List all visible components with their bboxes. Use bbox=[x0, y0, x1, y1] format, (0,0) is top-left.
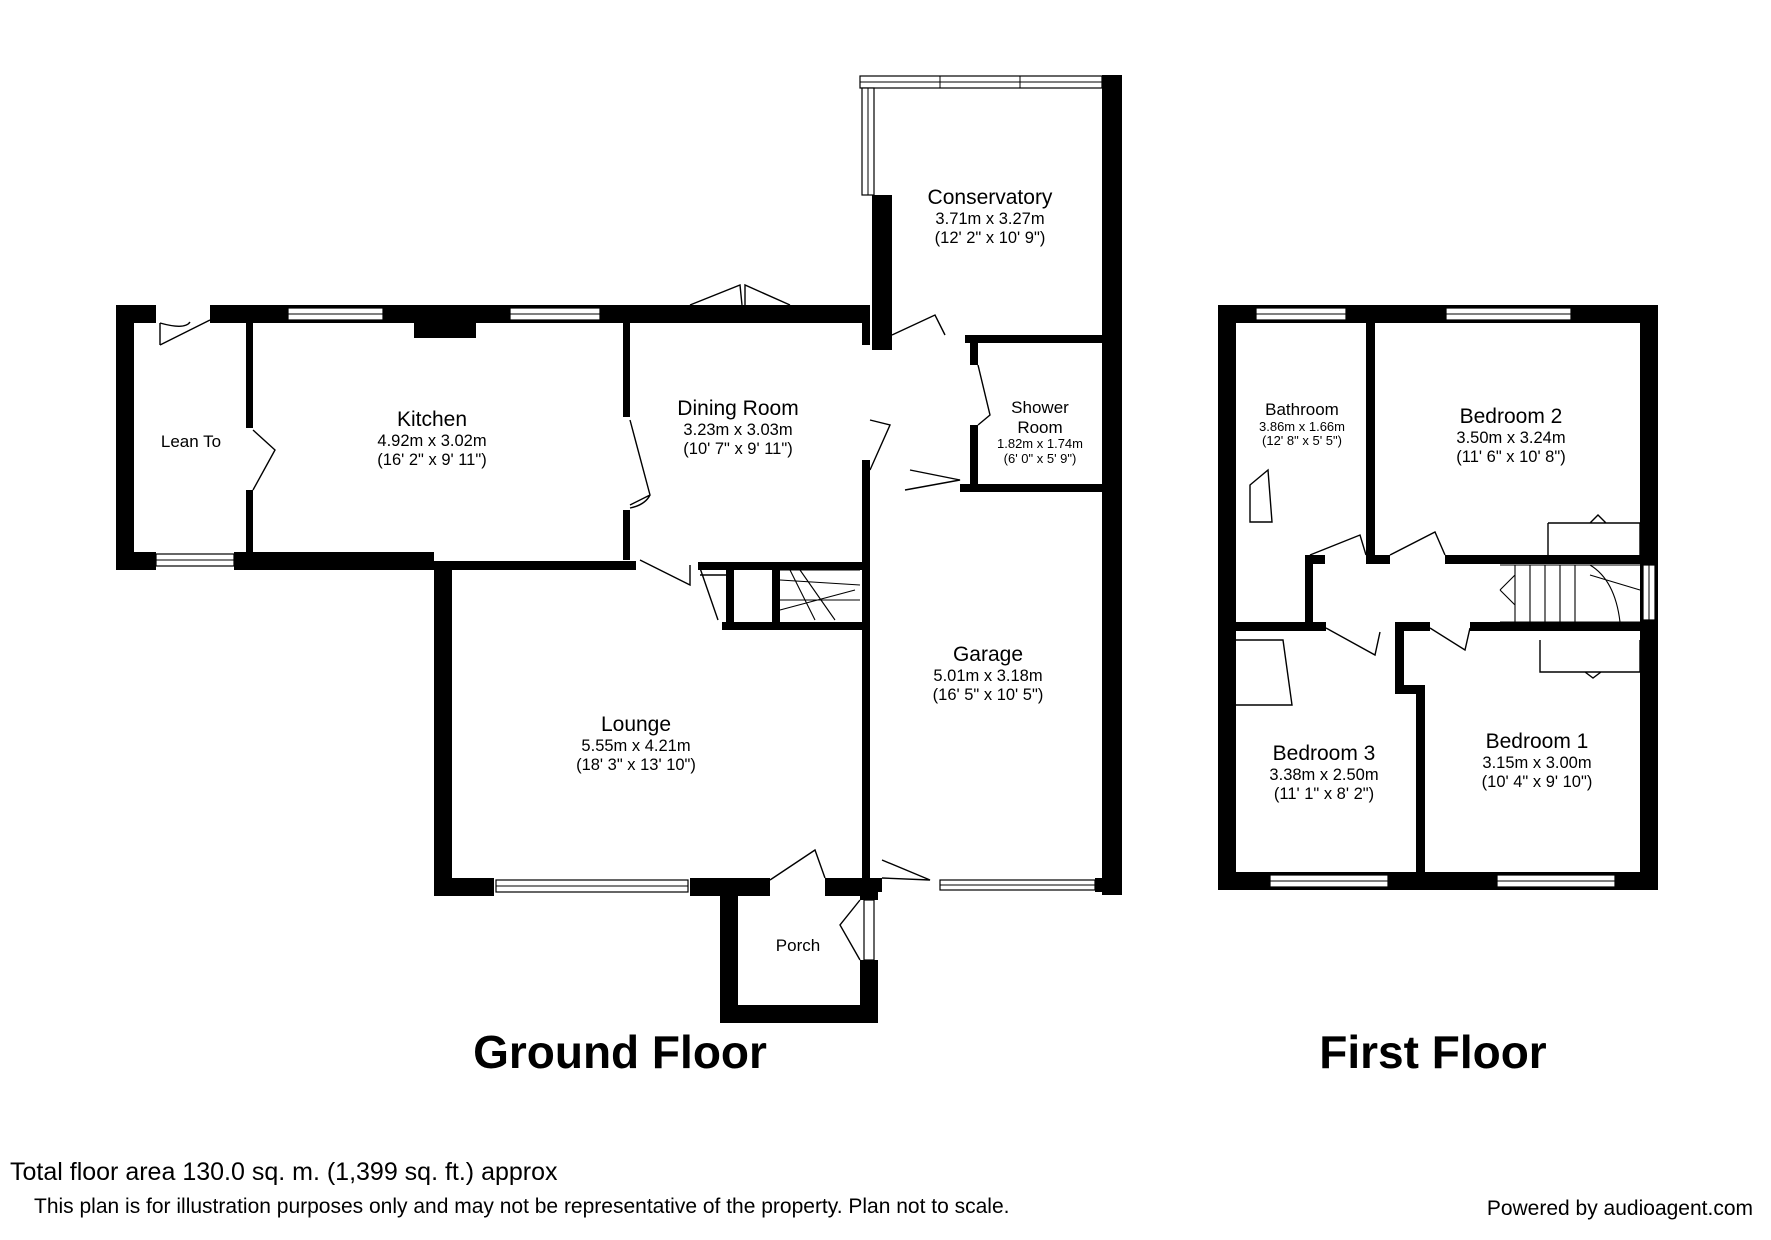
room-garage: Garage 5.01m x 3.18m (16' 5" x 10' 5") bbox=[933, 643, 1044, 705]
room-name: Lean To bbox=[160, 432, 222, 451]
room-imperial: (16' 2" x 9' 11") bbox=[377, 451, 487, 470]
disclaimer: This plan is for illustration purposes o… bbox=[34, 1195, 1010, 1218]
room-porch: Porch bbox=[776, 936, 820, 956]
room-name: Porch bbox=[775, 936, 821, 955]
room-bedroom-2: Bedroom 2 3.50m x 3.24m (11' 6" x 10' 8"… bbox=[1456, 405, 1565, 467]
room-name: Conservatory bbox=[927, 186, 1053, 209]
ground-floor-stairs bbox=[779, 569, 861, 621]
room-name: Garage bbox=[952, 643, 1024, 666]
room-name: Bathroom bbox=[1265, 400, 1339, 419]
room-name: Lounge bbox=[600, 713, 672, 736]
ground-floor-title: Ground Floor bbox=[473, 1026, 767, 1078]
room-metric: 3.50m x 3.24m bbox=[1456, 429, 1566, 448]
first-floor-doors bbox=[1236, 468, 1641, 706]
room-conservatory: Conservatory 3.71m x 3.27m (12' 2" x 10'… bbox=[928, 186, 1053, 248]
room-lean-to: Lean To bbox=[161, 432, 221, 452]
first-floor-windows bbox=[1255, 307, 1656, 888]
room-metric: 1.82m x 1.74m bbox=[997, 436, 1083, 452]
room-imperial: (10' 7" x 9' 11") bbox=[683, 440, 793, 459]
room-metric: 3.71m x 3.27m bbox=[935, 210, 1045, 229]
ground-floor-windows bbox=[155, 75, 1103, 961]
room-name: Room bbox=[1017, 417, 1063, 437]
room-name: Kitchen bbox=[396, 408, 468, 431]
room-metric: 3.86m x 1.66m bbox=[1259, 418, 1345, 434]
room-bathroom: Bathroom 3.86m x 1.66m (12' 8" x 5' 5") bbox=[1259, 400, 1345, 449]
room-lounge: Lounge 5.55m x 4.21m (18' 3" x 13' 10") bbox=[576, 713, 696, 775]
room-name: Bedroom 3 bbox=[1272, 742, 1376, 765]
room-bedroom-1: Bedroom 1 3.15m x 3.00m (10' 4" x 9' 10"… bbox=[1482, 730, 1593, 792]
room-metric: 3.23m x 3.03m bbox=[683, 421, 793, 440]
room-imperial: (6' 0" x 5' 9") bbox=[1003, 451, 1077, 467]
room-dining: Dining Room 3.23m x 3.03m (10' 7" x 9' 1… bbox=[677, 397, 798, 459]
room-name: Shower bbox=[1011, 398, 1069, 417]
ground-floor-doors bbox=[159, 283, 991, 961]
room-imperial: (12' 2" x 10' 9") bbox=[934, 229, 1046, 248]
room-metric: 3.38m x 2.50m bbox=[1269, 766, 1379, 785]
room-name: Bedroom 1 bbox=[1485, 730, 1589, 753]
room-metric: 3.15m x 3.00m bbox=[1482, 754, 1592, 773]
room-bedroom-3: Bedroom 3 3.38m x 2.50m (11' 1" x 8' 2") bbox=[1269, 742, 1378, 804]
first-floor-stairs bbox=[1499, 564, 1641, 623]
room-kitchen: Kitchen 4.92m x 3.02m (16' 2" x 9' 11") bbox=[377, 408, 486, 470]
room-shower: Shower Room 1.82m x 1.74m (6' 0" x 5' 9"… bbox=[997, 398, 1083, 467]
powered-by: Powered by audioagent.com bbox=[1486, 1197, 1753, 1220]
room-imperial: (18' 3" x 13' 10") bbox=[576, 756, 696, 775]
total-floor-area: Total floor area 130.0 sq. m. (1,399 sq.… bbox=[10, 1158, 558, 1186]
room-imperial: (11' 6" x 10' 8") bbox=[1456, 448, 1566, 467]
room-imperial: (16' 5" x 10' 5") bbox=[932, 686, 1044, 705]
room-imperial: (10' 4" x 9' 10") bbox=[1481, 773, 1593, 792]
room-name: Dining Room bbox=[677, 397, 799, 420]
room-metric: 5.55m x 4.21m bbox=[581, 737, 691, 756]
room-name: Bedroom 2 bbox=[1459, 405, 1563, 428]
room-metric: 5.01m x 3.18m bbox=[933, 667, 1043, 686]
room-metric: 4.92m x 3.02m bbox=[377, 432, 487, 451]
room-imperial: (12' 8" x 5' 5") bbox=[1262, 433, 1342, 449]
room-imperial: (11' 1" x 8' 2") bbox=[1273, 785, 1375, 804]
ground-floor-walls bbox=[116, 75, 1122, 1023]
first-floor-title: First Floor bbox=[1319, 1026, 1547, 1078]
